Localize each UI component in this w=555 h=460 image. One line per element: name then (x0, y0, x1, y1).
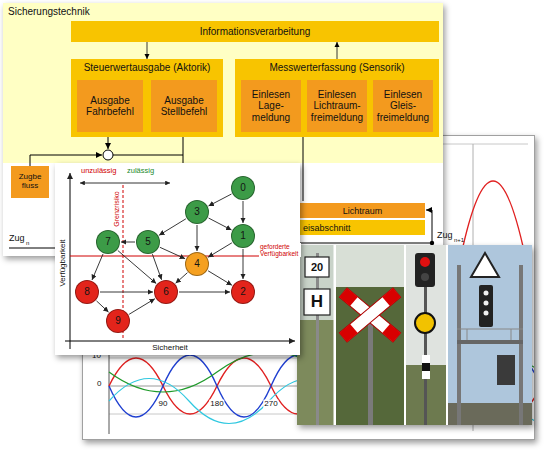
axis-number: 0 (97, 380, 101, 389)
limit-label: Grenzrisiko (113, 191, 121, 226)
state-graph-slide: 0 3 1 7 5 4 8 6 2 9 unzulässig zulässigGrenzrisiko g… (55, 163, 300, 355)
zone-label: zulässig (127, 167, 154, 175)
transition-arrow (337, 42, 338, 59)
track-bar: Lichtraum (300, 203, 425, 218)
process-box: Einlesen Lichtraum- freimeldung (307, 80, 367, 132)
state-circle: 9 (106, 309, 130, 333)
state-number: 3 (194, 207, 200, 217)
box-text: eisabschnitt (303, 223, 351, 233)
axis-label: Sicherheit (152, 344, 188, 353)
process-bar: Informationsverarbeitung (71, 21, 439, 42)
transition-arrow (243, 201, 244, 223)
process-box: Zugbe fluss (11, 166, 49, 198)
transition-arrow (243, 249, 244, 279)
box-text: Sicherungstechnik (3, 3, 443, 20)
state-circle: 1 (231, 224, 255, 248)
state-circle: 6 (154, 280, 178, 304)
box-text: Ausgabe Stellbefehl (148, 92, 220, 120)
transition-arrow (121, 242, 135, 243)
process-box: Einlesen Lage- meldung (241, 80, 301, 132)
transition-arrow (176, 273, 188, 284)
box-text: Einlesen Gleis- freimeldung (370, 86, 436, 126)
sign-text: H (311, 293, 323, 312)
process-box: Ausgabe Fahrbefehl (77, 80, 143, 132)
state-circle: 3 (185, 200, 209, 224)
state-number: 7 (105, 237, 111, 247)
state-circle: 8 (75, 280, 99, 304)
transition-arrow (197, 225, 198, 251)
subscript: n (26, 240, 29, 247)
state-number: 6 (163, 287, 169, 297)
transition-arrow (147, 42, 148, 59)
state-circle: 4 (185, 252, 209, 276)
transition-arrow (92, 254, 103, 280)
state-circle: 5 (136, 230, 160, 254)
zone-label: unzulässig (81, 167, 116, 175)
state-number: 1 (240, 231, 246, 241)
state-number: 5 (145, 237, 151, 247)
transition-arrow (129, 299, 155, 315)
box-text: Zugbe fluss (13, 173, 47, 191)
transition-arrow (208, 243, 232, 257)
transition-arrow (179, 292, 230, 293)
transition-arrow (208, 271, 232, 285)
state-number: 2 (240, 287, 246, 297)
state-number: 8 (84, 287, 90, 297)
subscript: n+1 (454, 237, 464, 244)
state-number: 9 (115, 316, 121, 326)
panel: SicherungstechnikInformationsverarbeitun… (3, 3, 443, 163)
box-text: Informationsverarbeitung (195, 23, 316, 40)
state-circle: 7 (96, 230, 120, 254)
graph-axes (55, 163, 300, 355)
process-box: Einlesen Gleis- freimeldung (373, 80, 433, 132)
state-number: 0 (240, 183, 246, 193)
box-text: Einlesen Lichtraum- freimeldung (304, 86, 370, 126)
train-label: Zug (437, 231, 453, 241)
signal-photos (297, 245, 532, 425)
state-circle: 2 (231, 280, 255, 304)
box-text: Lichtraum (343, 206, 383, 216)
state-number: 4 (194, 259, 200, 269)
axis-number: 270 (263, 400, 278, 409)
axis-number: 180 (209, 400, 224, 409)
transition-arrow (118, 251, 156, 284)
track-bar: eisabschnitt (293, 220, 425, 235)
transition-arrow (100, 292, 153, 293)
box-text: Einlesen Lage- meldung (238, 86, 304, 126)
limit-label: geforderte Verfügbarkeit (259, 243, 301, 257)
sign-text: 20 (311, 261, 323, 273)
group-box: Messwerterfassung (Sensorik) Einlesen Lag… (235, 59, 439, 137)
axis-number: 90 (158, 400, 169, 409)
box-text: Messwerterfassung (Sensorik) (235, 59, 439, 73)
group-box: Steuerwertausgabe (Aktorik) Ausgabe Fahrb… (71, 59, 223, 137)
transition-arrow (152, 254, 161, 280)
box-text: Steuerwertausgabe (Aktorik) (71, 59, 223, 73)
process-box: Ausgabe Stellbefehl (151, 80, 217, 132)
transition-arrow (209, 218, 232, 230)
axis-label: Verfügbarkeit (59, 239, 68, 286)
state-circle: 0 (231, 176, 255, 200)
box-text: Ausgabe Fahrbefehl (74, 92, 146, 120)
transition-arrow (160, 247, 185, 258)
transition-arrow (97, 301, 109, 312)
transition-arrow (209, 194, 232, 206)
photo-slide: 20H (297, 245, 532, 425)
transition-arrow (159, 219, 186, 235)
train-label: Zug (9, 234, 25, 244)
